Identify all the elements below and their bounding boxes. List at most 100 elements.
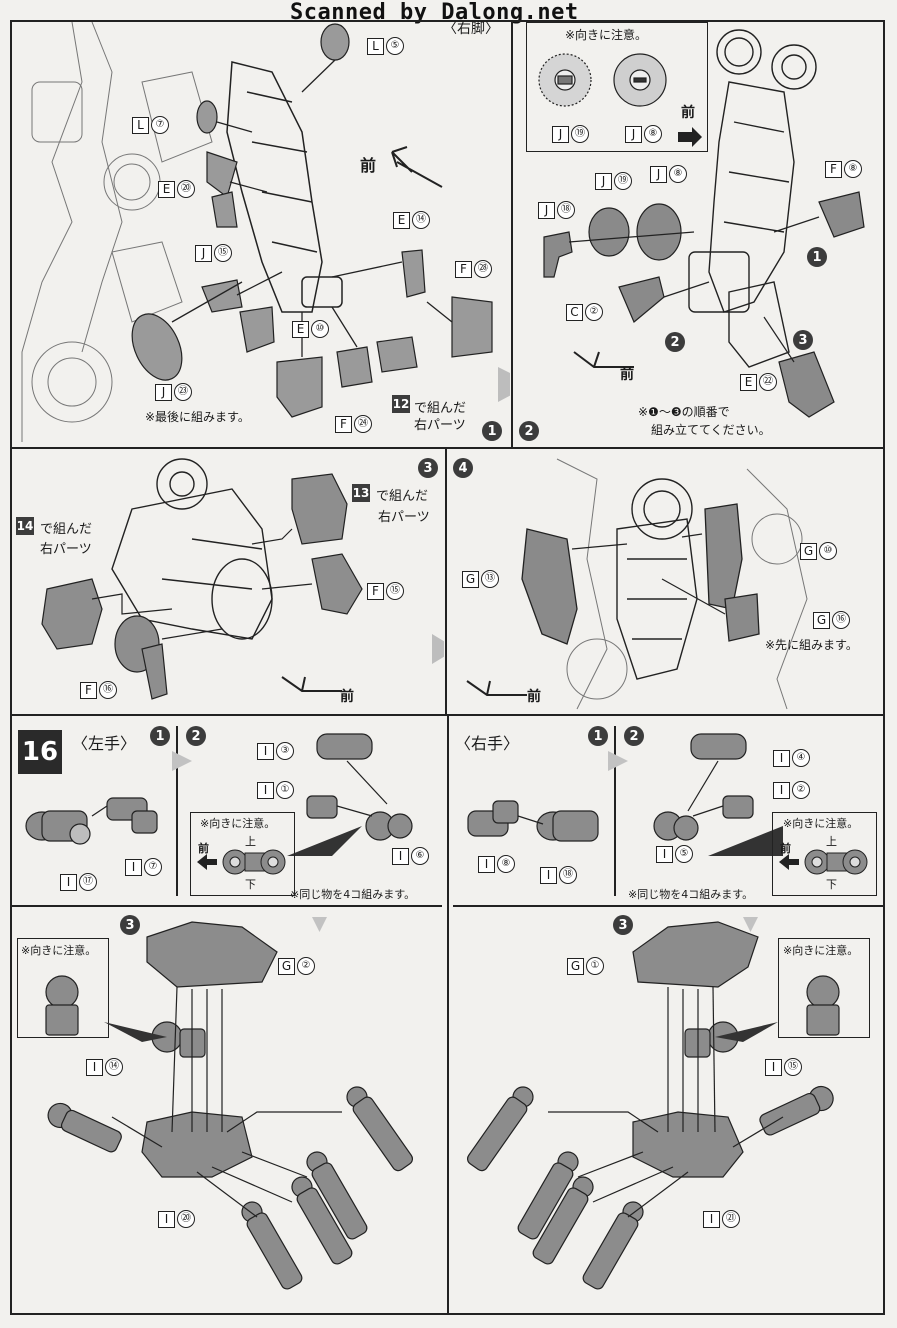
last-note: ※最後に組みます。 bbox=[145, 410, 250, 424]
left-hand-assembly-illustration bbox=[45, 917, 414, 1290]
divider bbox=[511, 20, 513, 448]
leg-title: 〈右脚〉 bbox=[443, 21, 499, 37]
step12-text-2: 右パーツ bbox=[414, 418, 466, 433]
left-orientation-box bbox=[17, 938, 109, 1038]
step-marker-2: 2 bbox=[519, 421, 539, 441]
step-number-16: 16 bbox=[18, 730, 62, 774]
step-marker-4: 4 bbox=[453, 458, 473, 478]
right-hand-title: 〈右手〉 bbox=[455, 734, 520, 753]
right-step-2: 2 bbox=[624, 726, 644, 746]
step14-text-1: で組んだ bbox=[40, 522, 93, 537]
hip-assembly-illustration bbox=[41, 458, 444, 700]
right-down-label: 下 bbox=[826, 878, 837, 891]
thigh-armor-illustration bbox=[466, 458, 808, 710]
right-direction-note: ※向きに注意。 bbox=[783, 817, 859, 830]
right-direction-box bbox=[772, 812, 877, 896]
left-step-1: 1 bbox=[150, 726, 170, 746]
right-orientation-box bbox=[778, 938, 870, 1038]
divider bbox=[10, 447, 885, 449]
left-four-note: ※同じ物を4コ組みます。 bbox=[290, 888, 416, 901]
step13-text-2: 右パーツ bbox=[378, 510, 430, 525]
inset-front-label: 前 bbox=[681, 105, 695, 121]
front-label-2: 前 bbox=[620, 367, 634, 383]
left-step-2: 2 bbox=[186, 726, 206, 746]
left-direction-diagram bbox=[197, 849, 286, 875]
order-marker-1: 1 bbox=[807, 247, 827, 267]
right-step-3: 3 bbox=[613, 915, 633, 935]
inset-note: ※向きに注意。 bbox=[565, 28, 648, 42]
step-ref-12: 12 bbox=[392, 395, 410, 413]
left-direction-note: ※向きに注意。 bbox=[200, 817, 276, 830]
order-note-1: ※❶〜❸の順番で bbox=[638, 405, 730, 419]
divider bbox=[447, 715, 449, 1315]
step-ref-14: 14 bbox=[16, 517, 34, 535]
order-marker-3: 3 bbox=[793, 330, 813, 350]
left-finger-parts-illustration bbox=[25, 733, 413, 856]
left-step-3: 3 bbox=[120, 915, 140, 935]
right-hand-assembly-illustration bbox=[466, 917, 840, 1290]
left-up-label: 上 bbox=[245, 835, 256, 848]
left-hand-title: 〈左手〉 bbox=[72, 734, 137, 753]
divider bbox=[12, 905, 442, 907]
right-finger-parts-illustration bbox=[467, 733, 783, 856]
front-label: 前 bbox=[360, 156, 377, 175]
left-direction-box bbox=[190, 812, 295, 896]
first-note: ※先に組みます。 bbox=[765, 638, 858, 652]
right-step-1: 1 bbox=[588, 726, 608, 746]
divider bbox=[176, 726, 178, 896]
left-front-label: 前 bbox=[198, 842, 209, 855]
order-note-2: 組み立ててください。 bbox=[651, 423, 771, 437]
gear-inset-illustration bbox=[538, 53, 702, 147]
step-marker-1: 1 bbox=[482, 421, 502, 441]
direction-inset bbox=[526, 22, 708, 152]
right-up-label: 上 bbox=[826, 835, 837, 848]
divider bbox=[445, 448, 447, 714]
right-four-note: ※同じ物を4コ組みます。 bbox=[628, 888, 754, 901]
leg-assembly-illustration bbox=[21, 22, 510, 442]
left-down-label: 下 bbox=[245, 878, 256, 891]
divider bbox=[453, 905, 883, 907]
front-label-4: 前 bbox=[527, 689, 541, 705]
left-orientation-note: ※向きに注意。 bbox=[21, 944, 97, 957]
step-ref-13: 13 bbox=[352, 484, 370, 502]
leg-joint-illustration bbox=[543, 29, 865, 418]
front-label-3: 前 bbox=[340, 689, 354, 705]
right-orientation-note: ※向きに注意。 bbox=[783, 944, 859, 957]
right-front-label: 前 bbox=[780, 842, 791, 855]
